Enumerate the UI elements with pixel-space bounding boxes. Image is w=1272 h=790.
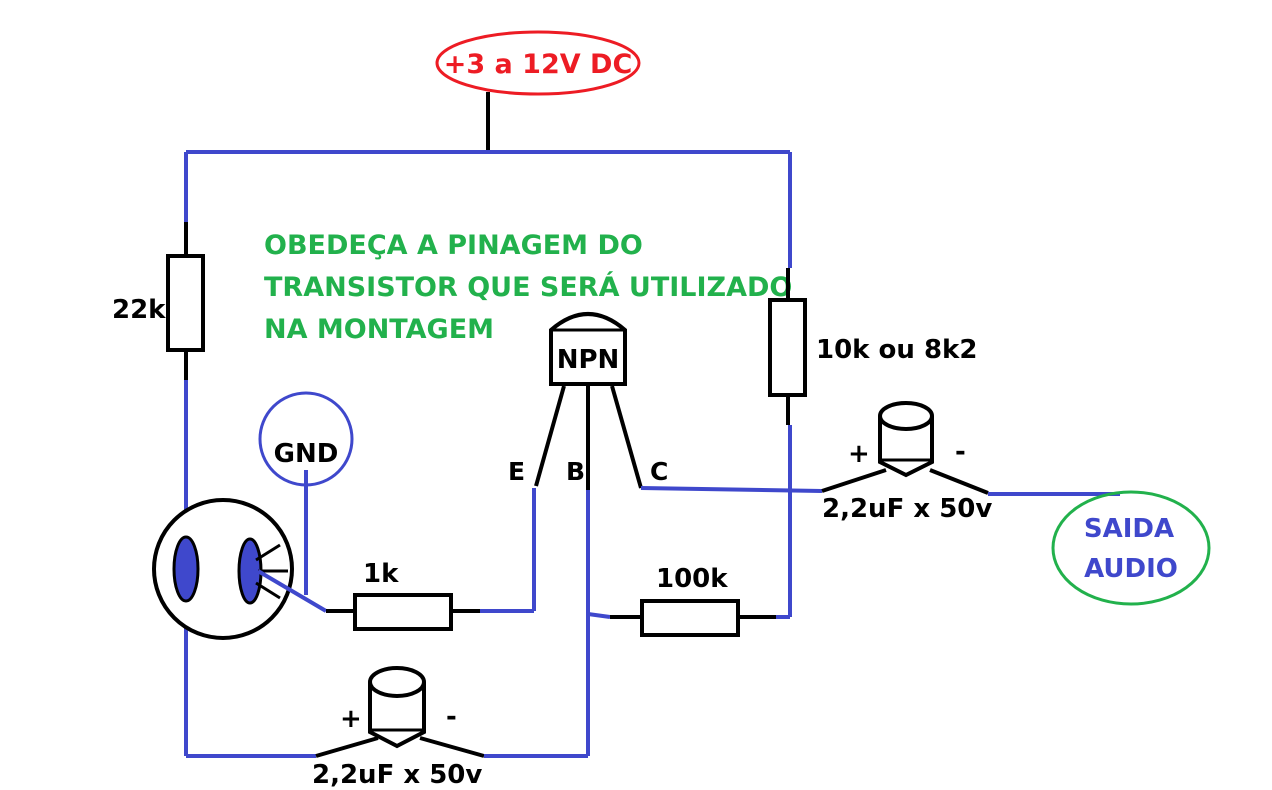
output-label-line2: AUDIO: [1084, 554, 1178, 584]
wire-collector: [640, 486, 823, 493]
resistor-10k-label: 10k ou 8k2: [816, 335, 977, 365]
output-label-line1: SAIDA: [1084, 514, 1174, 544]
pin-b-label: B: [566, 457, 585, 486]
wire-base-to-100k: [587, 612, 611, 619]
cap-input-minus: -: [446, 702, 457, 732]
microphone-body: [152, 498, 294, 640]
supply-label: +3 a 12V DC: [444, 49, 633, 80]
capacitor-input: [315, 666, 485, 758]
supply-ellipse: [435, 30, 641, 96]
cap-output-minus: -: [955, 437, 966, 467]
transistor-label: NPN: [557, 345, 620, 375]
note-line-2: TRANSISTOR QUE SERÁ UTILIZADO: [264, 271, 792, 303]
output-ellipse: [1051, 490, 1211, 606]
transistor-leg-c: [610, 385, 643, 489]
gnd-label: GND: [274, 439, 339, 469]
mic-terminal-left: [172, 535, 200, 603]
capacitor-output: [821, 401, 989, 495]
resistor-100k-label: 100k: [656, 564, 728, 594]
pin-e-label: E: [508, 457, 525, 486]
pin-c-label: C: [650, 457, 668, 486]
cap-output-plus: +: [848, 439, 870, 469]
mic-terminal-right: [237, 537, 263, 605]
transistor-leg-e: [534, 385, 566, 487]
cap-output-value: 2,2uF x 50v: [822, 494, 992, 524]
resistor-22k: [166, 254, 205, 352]
wire-mic-to-1k: [256, 569, 328, 613]
resistor-22k-label: 22k: [112, 295, 166, 325]
cap-input-value: 2,2uF x 50v: [312, 760, 482, 790]
mic-pin-3: [255, 581, 281, 600]
note-line-3: NA MONTAGEM: [264, 314, 494, 345]
mic-pin-1: [255, 543, 281, 562]
resistor-1k-label: 1k: [363, 559, 399, 589]
cap-input-plus: +: [340, 704, 362, 734]
resistor-1k: [353, 593, 453, 631]
note-line-1: OBEDEÇA A PINAGEM DO: [264, 230, 643, 261]
resistor-100k: [640, 599, 740, 637]
resistor-10k: [768, 298, 807, 397]
